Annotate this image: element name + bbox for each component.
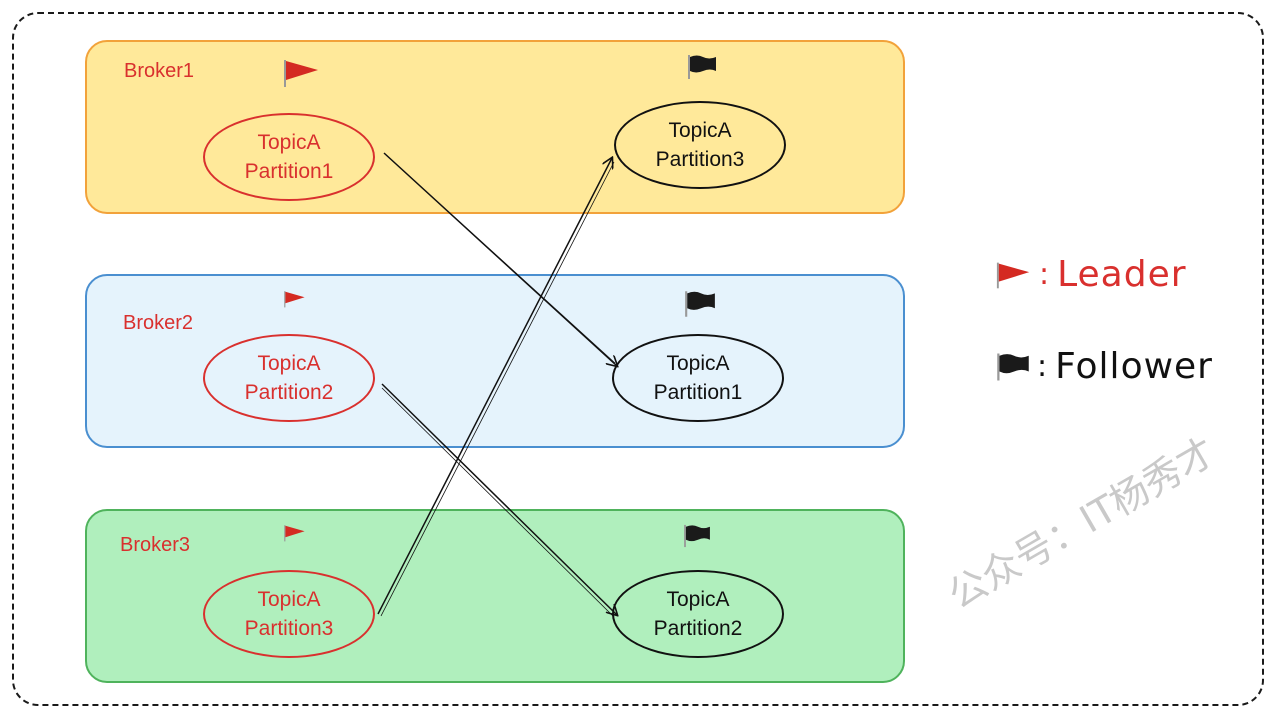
topic-label: TopicA [668,119,732,142]
replication-arrow-partition2 [381,383,617,618]
legend-colon: : [1039,257,1050,292]
black-flag-icon [997,353,1029,380]
red-flag-icon [284,525,305,542]
broker1-label: Broker1 [124,60,195,82]
leader-partition-node: TopicA Partition3 [203,570,375,658]
legend-leader: : Leader [995,254,1187,295]
legend-colon: : [1037,349,1048,384]
replication-arrow-partition3 [377,158,615,617]
follower-partition-node: TopicA Partition2 [612,570,784,658]
follower-partition-node: TopicA Partition3 [614,101,786,189]
partition-label: Partition3 [655,148,745,171]
legend-leader-label: Leader [1057,254,1187,295]
legend-follower: : Follower [995,346,1213,387]
broker3-label: Broker3 [120,534,191,556]
legend-follower-label: Follower [1055,346,1213,387]
topic-label: TopicA [257,588,321,611]
partition-label: Partition2 [244,381,334,404]
red-flag-icon [284,60,318,87]
black-flag-icon [685,291,715,317]
partition-label: Partition3 [244,617,334,640]
topic-label: TopicA [666,588,730,611]
broker2-label: Broker2 [123,312,194,334]
red-flag-icon [996,262,1030,288]
partition-label: Partition2 [653,617,743,640]
black-flag-icon [684,524,710,548]
follower-partition-node: TopicA Partition1 [612,334,784,422]
partition-label: Partition1 [653,381,743,404]
topic-label: TopicA [257,131,321,154]
diagram-frame [12,12,1264,706]
red-flag-icon [284,291,305,308]
black-flag-icon [688,55,716,79]
leader-partition-node: TopicA Partition1 [203,113,375,201]
replication-arrow-partition1 [383,152,617,366]
topic-label: TopicA [666,352,730,375]
leader-partition-node: TopicA Partition2 [203,334,375,422]
topic-label: TopicA [257,352,321,375]
partition-label: Partition1 [244,160,334,183]
